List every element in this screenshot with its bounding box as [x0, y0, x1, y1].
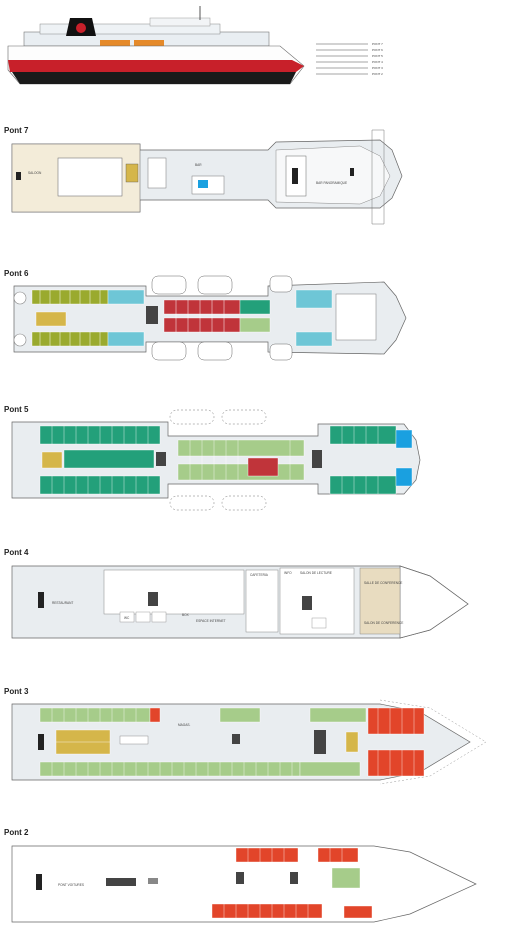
room-label: ESPACE INTERNET — [196, 619, 226, 623]
room-label: BOX — [182, 613, 190, 617]
deck-3-plan — [11, 699, 487, 785]
deck-label-4: Pont 4 — [4, 548, 29, 557]
legend-item: PONT 3 — [372, 66, 383, 70]
room-label: BAR — [195, 163, 202, 167]
deck-6-plan — [13, 275, 407, 361]
room-label: SALON DE LECTURE — [300, 571, 332, 575]
room-label: CAFETERIA — [250, 573, 269, 577]
room-label: WC — [124, 616, 130, 620]
legend-item: PONT 6 — [372, 48, 383, 52]
deck-label-5: Pont 5 — [4, 405, 29, 414]
deck-4-plan — [11, 565, 469, 639]
legend-item: PONT 4 — [372, 60, 383, 64]
deck-label-2: Pont 2 — [4, 828, 29, 837]
ship-profile: PONT 7 PONT 6 PONT 5 PONT 4 PONT 3 PONT … — [7, 6, 383, 85]
room-label: SALOON — [28, 171, 42, 175]
room-label: SALLE DE CONFERENCE — [364, 581, 402, 585]
room-label: RESTAURANT — [52, 601, 73, 605]
ship-profile-drawing — [7, 6, 305, 85]
legend-item: PONT 7 — [372, 42, 383, 46]
room-label: PONT VOITURES — [58, 883, 84, 887]
deck-5-plan — [11, 409, 421, 511]
room-label: INFO — [284, 571, 292, 575]
room-label: BAR PANORAMIQUE — [316, 181, 347, 185]
deck-legend — [316, 43, 368, 75]
deck-7-plan — [11, 129, 403, 225]
deck-label-7: Pont 7 — [4, 126, 29, 135]
room-label: SALON DE CONFERENCE — [364, 621, 403, 625]
deck-2-plan — [11, 845, 477, 923]
legend-item: PONT 2 — [372, 72, 383, 76]
deck-label-3: Pont 3 — [4, 687, 29, 696]
legend-item: PONT 5 — [372, 54, 383, 58]
deck-label-6: Pont 6 — [4, 269, 29, 278]
room-label: MAGAS. — [178, 723, 191, 727]
